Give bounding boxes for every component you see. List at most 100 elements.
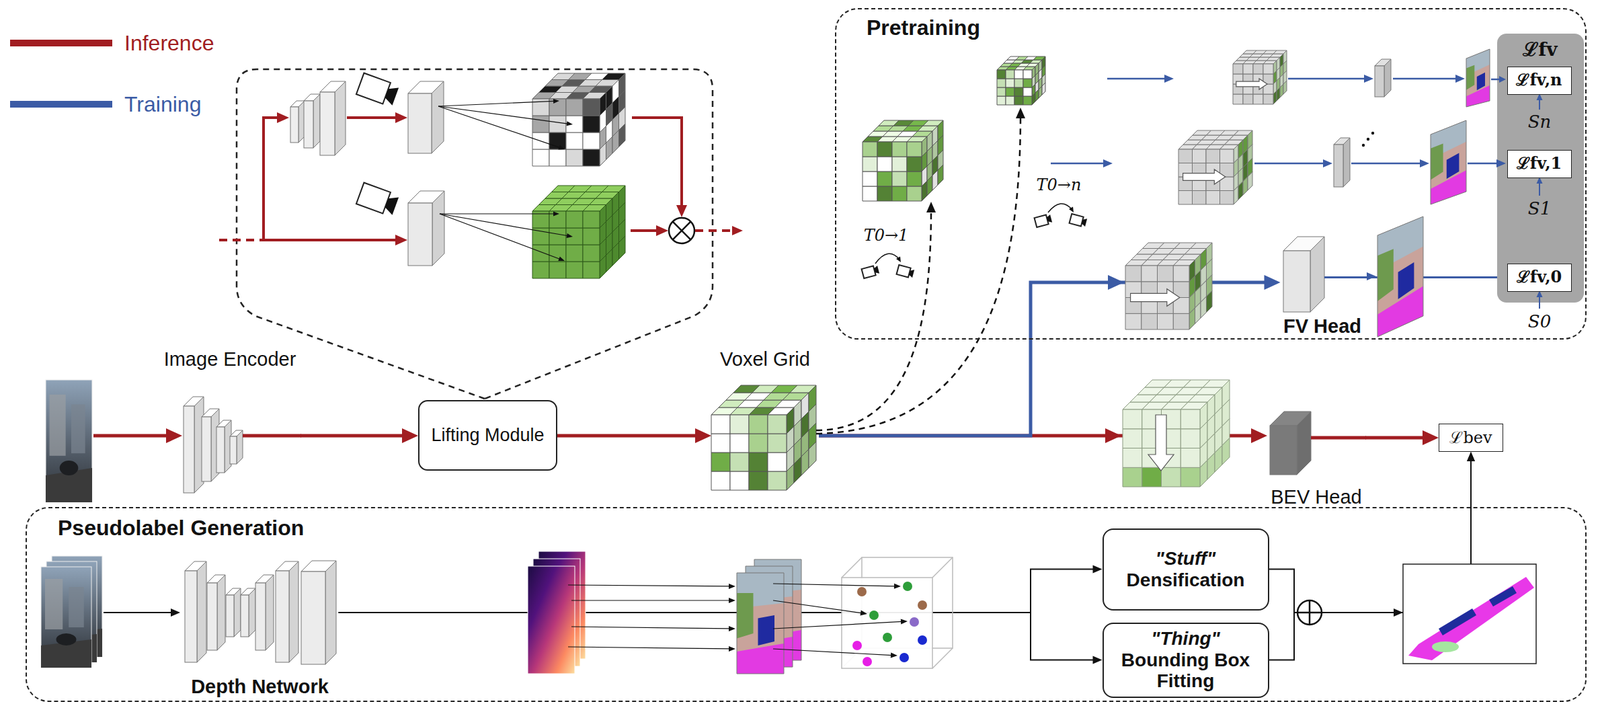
voxel-cell <box>1005 96 1015 105</box>
voxel-cell <box>1178 149 1193 164</box>
encoder-layer <box>320 81 346 156</box>
photo-car <box>56 633 77 646</box>
fv-prediction <box>1377 216 1424 337</box>
voxel-cell <box>1035 63 1039 76</box>
voxel-cell <box>932 125 938 146</box>
voxel-cell <box>1195 254 1202 276</box>
layer-side <box>334 81 346 156</box>
layer-front <box>225 594 234 637</box>
layer-front <box>1269 425 1297 475</box>
photo-ground <box>45 379 93 503</box>
image-car <box>1398 262 1415 300</box>
layer-front <box>255 582 266 651</box>
operator-cross <box>672 221 692 240</box>
node-label: FV Head <box>1283 315 1362 337</box>
arrow-head <box>732 225 743 236</box>
voxel-cell <box>793 400 802 427</box>
voxel-cell <box>996 78 1006 88</box>
voxel-cell <box>730 452 749 472</box>
arrow-line <box>439 213 569 236</box>
figure-stub <box>242 434 302 438</box>
fv-rendering-cube <box>1125 242 1213 330</box>
blue-arrow <box>1351 159 1430 168</box>
arrow-line <box>439 213 555 214</box>
fv-rendering-cube-arrow <box>1236 78 1268 90</box>
fv-head <box>1283 236 1325 312</box>
depth-layer <box>301 560 337 665</box>
multiply-symbol <box>668 217 695 244</box>
voxel-cell <box>1207 394 1215 422</box>
image-car <box>1446 153 1460 180</box>
projection-arrow <box>568 646 736 652</box>
arrow-line <box>438 106 560 148</box>
arrow-head <box>557 145 565 150</box>
input-image <box>41 566 92 668</box>
arrow-line <box>695 229 735 232</box>
voxel-cell <box>1253 63 1264 74</box>
camera-body <box>1034 214 1049 228</box>
transform-label: T0→1 <box>863 225 909 245</box>
arrow-head <box>890 652 898 659</box>
layer-side <box>432 190 445 266</box>
arrow-line <box>1538 295 1541 309</box>
node-label: Image Encoder <box>164 348 297 370</box>
voxel-cell <box>566 115 583 133</box>
ray <box>439 211 560 217</box>
connector-arrow <box>300 428 419 444</box>
voxel-cell <box>582 132 600 150</box>
red-arrow <box>346 112 408 124</box>
voxel-cell <box>862 171 878 187</box>
voxel-cell <box>1233 144 1239 164</box>
voxel-cell <box>1042 56 1046 69</box>
voxel-cell <box>532 244 550 262</box>
ray <box>439 213 573 238</box>
arrow-line <box>773 583 896 587</box>
image-frame <box>736 572 784 674</box>
depth-layer <box>207 574 226 651</box>
connector-line <box>557 434 699 438</box>
depth-layer <box>225 588 241 637</box>
component-figure: Depth Network <box>181 555 339 698</box>
point <box>862 656 872 667</box>
image-ground <box>1430 120 1467 205</box>
legend-line <box>10 100 113 108</box>
voxel-cell <box>582 261 600 279</box>
layer-front <box>240 594 249 637</box>
legend-label: Training <box>124 92 202 117</box>
encoder-layer <box>303 94 320 148</box>
arrow-head <box>1107 274 1125 290</box>
voxel-cell <box>532 115 550 133</box>
zoom-callout <box>236 69 713 399</box>
arrow-head <box>1103 159 1113 168</box>
arrow-line <box>571 599 731 601</box>
point <box>869 610 879 620</box>
photo-building <box>49 394 66 456</box>
arrow-line <box>1254 162 1326 165</box>
depth-layer <box>255 574 274 651</box>
camera-lens <box>908 268 915 278</box>
voxel-cell <box>1232 63 1244 74</box>
voxel-cell <box>612 192 620 216</box>
voxel-cell <box>1122 428 1143 449</box>
point <box>882 632 893 643</box>
bev-pseudolabel <box>1403 564 1537 664</box>
figure-stub <box>1310 436 1367 440</box>
node-label: ℒfv,1 <box>1516 154 1562 173</box>
voxel-cell <box>566 211 583 228</box>
connector-head <box>695 428 712 444</box>
node-label: ℒbev <box>1449 428 1492 448</box>
arrow-line <box>1351 162 1422 165</box>
arrow-line <box>103 611 173 614</box>
layer-side <box>313 94 320 148</box>
component-figure: FV Head <box>1280 235 1365 338</box>
arrow-line <box>568 584 731 587</box>
black-arrow <box>103 608 181 617</box>
group-title: Pseudolabel Generation <box>57 516 1586 541</box>
projection-arrow <box>773 600 868 616</box>
voxel-cell <box>566 261 583 279</box>
point <box>917 600 928 610</box>
node-label: BEV Head <box>1270 486 1362 508</box>
voxel-cell <box>566 98 583 116</box>
blue-arrow <box>1254 159 1333 168</box>
